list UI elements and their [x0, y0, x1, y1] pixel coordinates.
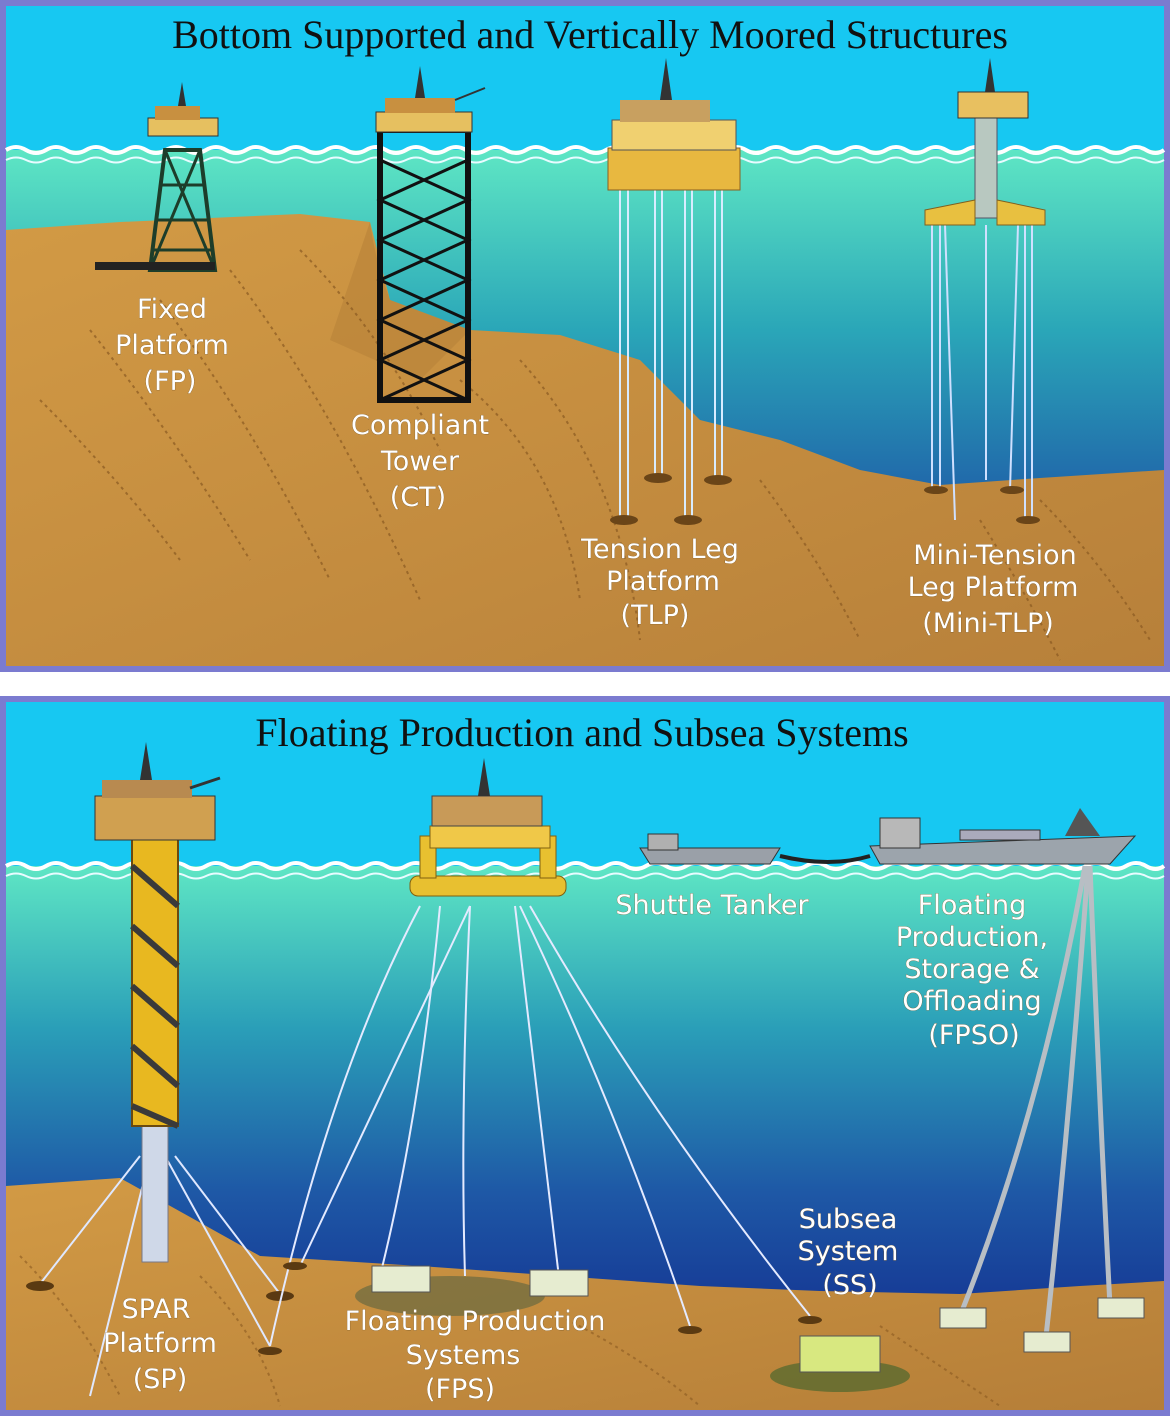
label-shuttle-tanker: Shuttle Tanker [615, 890, 810, 922]
bottom-title: Floating Production and Subsea Systems [255, 710, 908, 755]
label-fpso-line2: Production, [896, 922, 1048, 953]
label-compliant-tower: Compliant Tower (CT) [351, 410, 490, 514]
label-floating-production-systems: Floating Production Systems (FPS) [344, 1306, 606, 1406]
spar-platform-icon [26, 742, 294, 1397]
label-fps-line1: Floating Production [345, 1306, 606, 1337]
label-mtlp-line1: Mini-Tension [913, 540, 1077, 571]
compliant-tower-icon [375, 66, 486, 403]
label-ss-line3: (SS) [822, 1270, 877, 1301]
label-fpso-line3: Storage & [904, 954, 1039, 985]
label-ct-line1: Compliant [351, 410, 489, 441]
label-sp-line1: SPAR [122, 1294, 191, 1325]
top-title: Bottom Supported and Vertically Moored S… [172, 12, 1008, 57]
bottom-panel: Floating Production and Subsea Systems S… [0, 696, 1170, 1416]
label-ct-line2: Tower [380, 446, 460, 477]
label-sp-line2: Platform [103, 1328, 217, 1359]
label-ss-line2: System [798, 1236, 899, 1267]
label-ct-line3: (CT) [390, 482, 446, 513]
label-tlp-line2: Platform [606, 566, 720, 597]
label-fpso: Floating Production, Storage & Offloadin… [896, 890, 1049, 1052]
label-tlp-line1: Tension Leg [580, 534, 739, 565]
fpso-icon [869, 808, 1137, 1347]
label-fp-line1: Fixed [137, 294, 207, 325]
subsea-system-icon [355, 1265, 1145, 1392]
label-mtlp-line2: Leg Platform [908, 572, 1079, 603]
mini-tlp-icon [924, 58, 1046, 524]
label-sp-line3: (SP) [133, 1364, 188, 1395]
tension-leg-platform-icon [607, 58, 741, 525]
label-fixed-platform: Fixed Platform (FP) [115, 294, 229, 398]
bottom-panel-illustration: Floating Production and Subsea Systems S… [0, 696, 1170, 1416]
label-mini-tlp: Mini-Tension Leg Platform (Mini-TLP) [907, 540, 1079, 640]
label-fps-line3: (FPS) [425, 1374, 495, 1405]
label-fpso-line1: Floating [918, 890, 1026, 921]
top-seabed [6, 214, 1164, 666]
label-shuttle-line1: Shuttle Tanker [615, 890, 809, 921]
shuttle-tanker-icon [639, 833, 871, 865]
label-ss-line1: Subsea [799, 1204, 898, 1235]
label-fp-line3: (FP) [144, 366, 197, 397]
label-subsea-system: Subsea System (SS) [797, 1204, 899, 1302]
label-tlp-line3: (TLP) [621, 600, 690, 631]
label-fps-line2: Systems [406, 1340, 521, 1371]
label-fp-line2: Platform [115, 330, 229, 361]
label-fpso-line5: (FPSO) [928, 1020, 1019, 1051]
top-panel: Bottom Supported and Vertically Moored S… [0, 0, 1170, 672]
label-tlp: Tension Leg Platform (TLP) [580, 534, 739, 632]
label-mtlp-line3: (Mini-TLP) [922, 608, 1054, 639]
fixed-platform-icon [95, 82, 219, 272]
top-panel-illustration: Bottom Supported and Vertically Moored S… [0, 0, 1170, 672]
floating-production-system-icon [258, 758, 822, 1355]
label-spar-platform: SPAR Platform (SP) [103, 1294, 217, 1396]
label-fpso-line4: Offloading [902, 986, 1041, 1017]
